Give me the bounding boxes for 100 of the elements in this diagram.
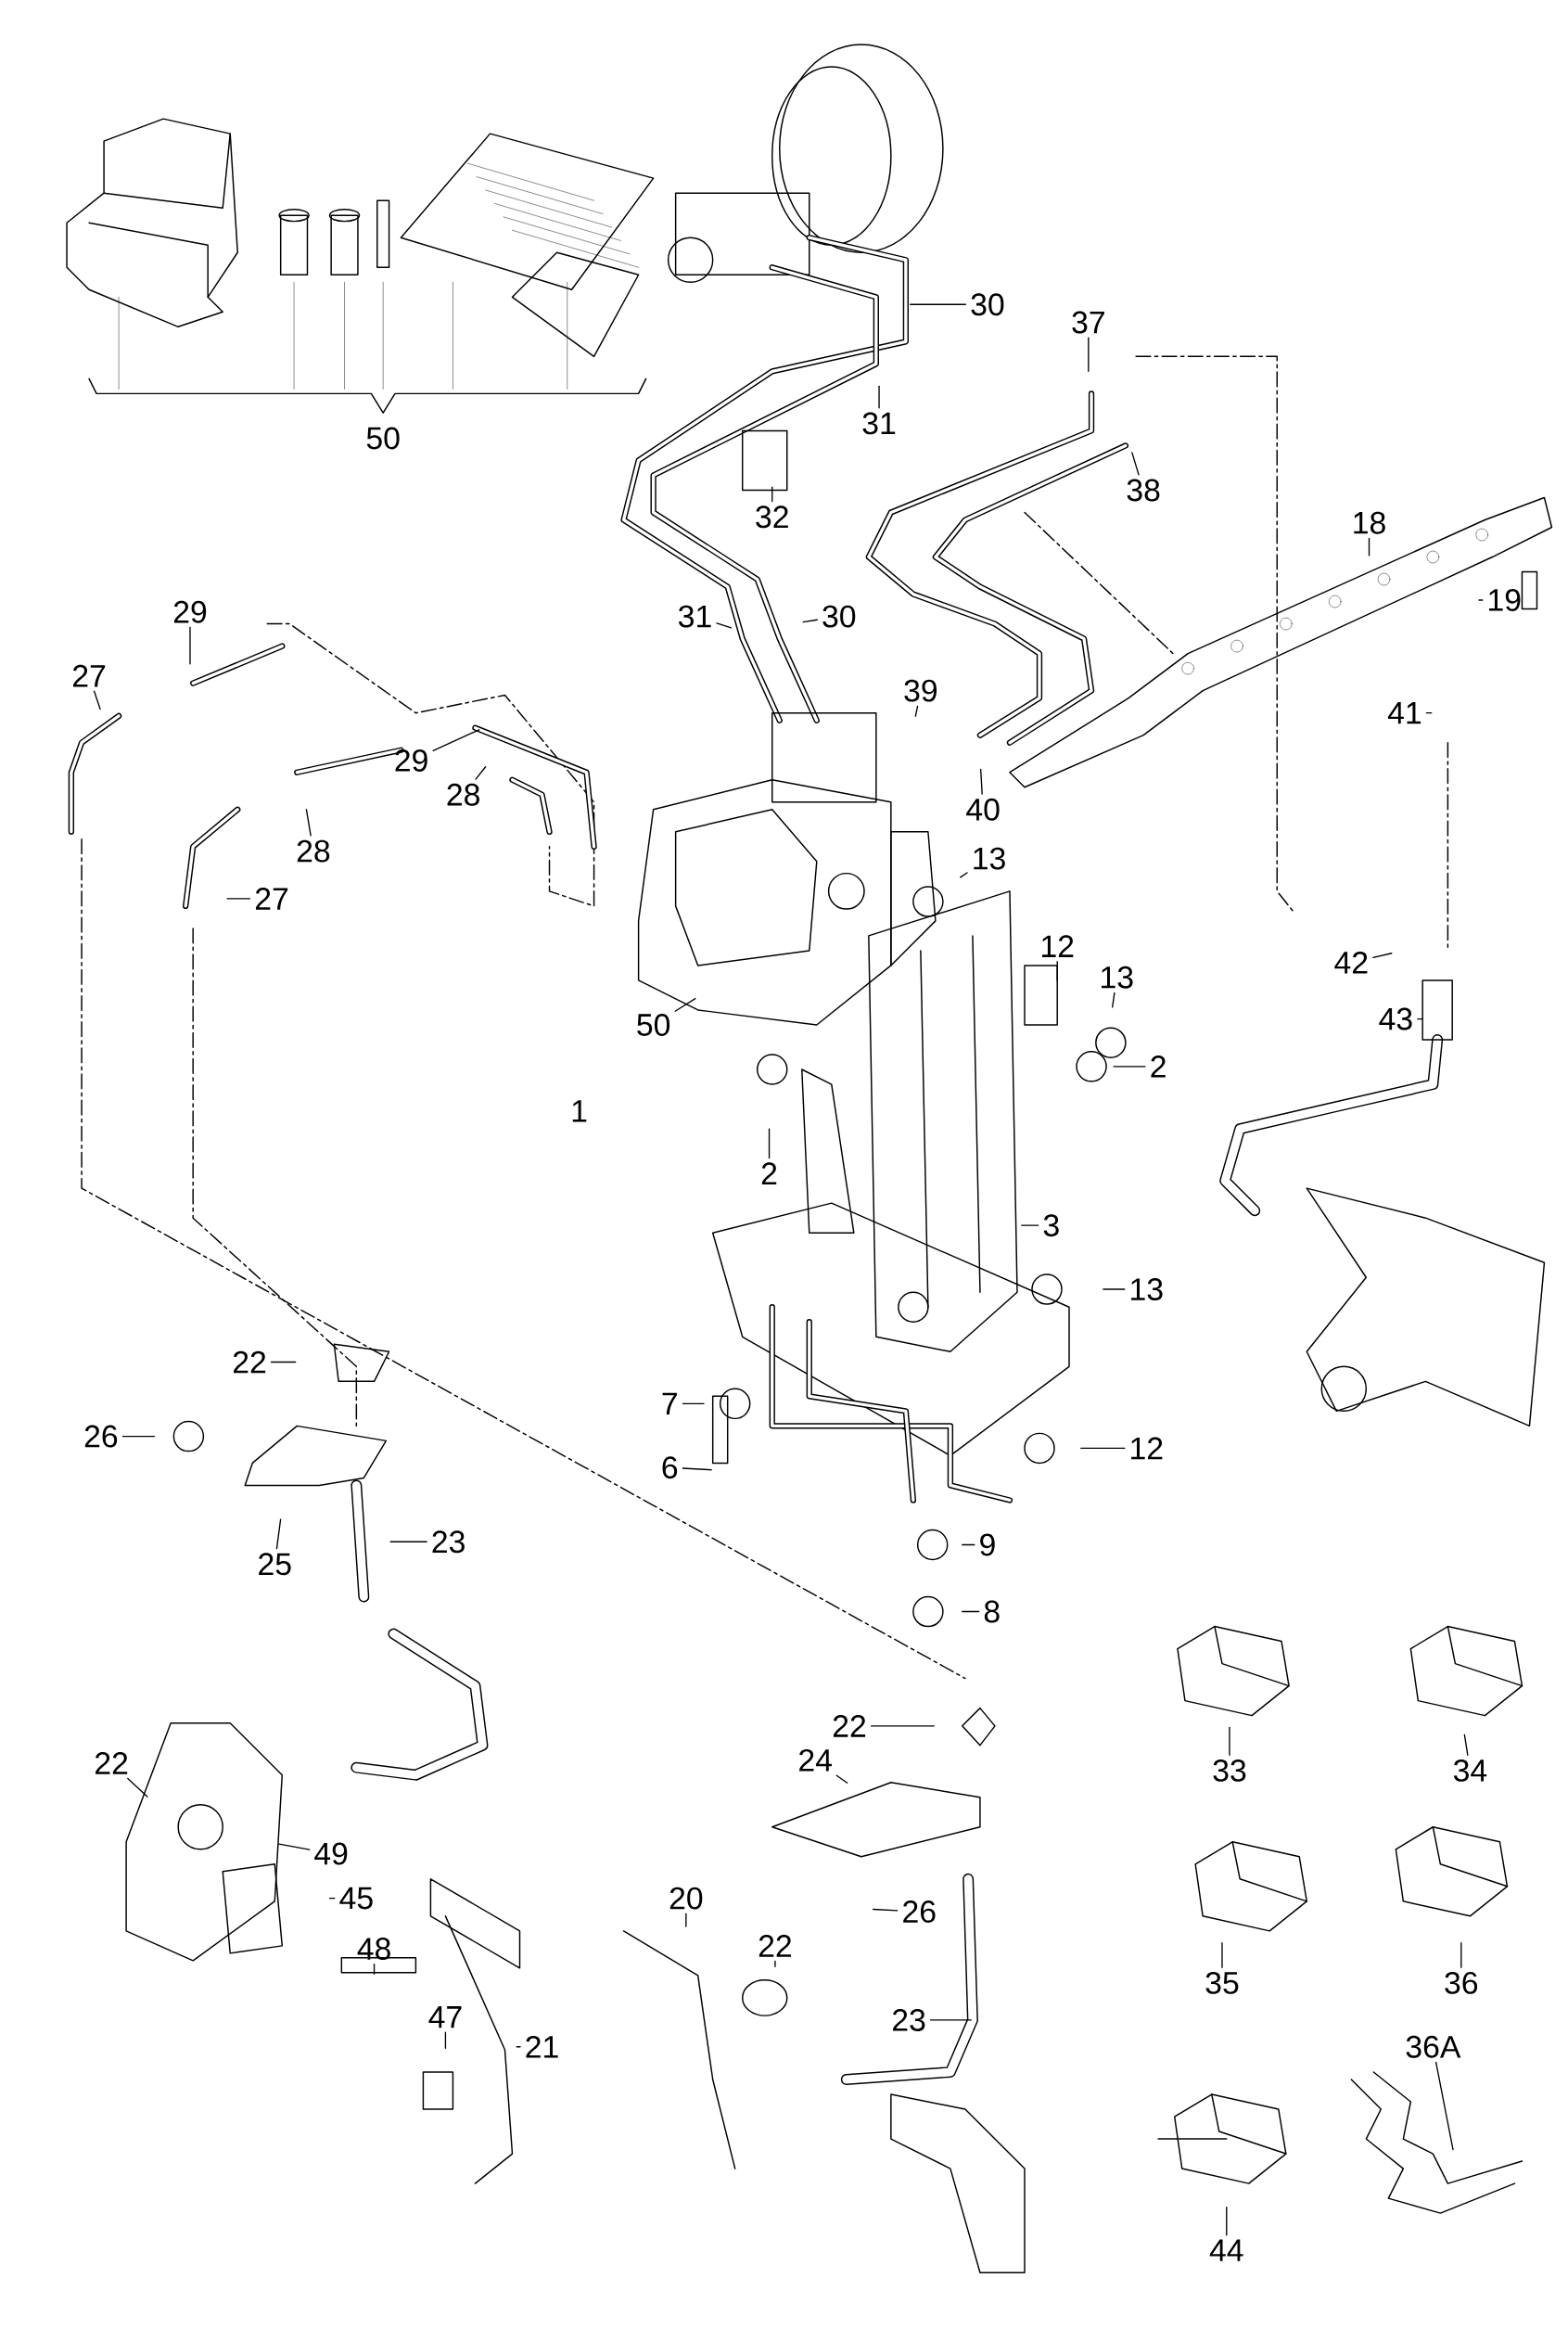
- leader-line: [1021, 1224, 1039, 1226]
- leader-line: [275, 1518, 282, 1550]
- callout-number: 26: [84, 1425, 118, 1448]
- leader-line: [432, 729, 480, 751]
- leader-line: [444, 2031, 447, 2050]
- callout-number: 2: [761, 1162, 777, 1184]
- callout-number: 49: [314, 1842, 348, 1865]
- leader-line: [802, 619, 818, 623]
- leader-line: [127, 1777, 148, 1798]
- callout-number: 19: [1489, 589, 1521, 611]
- leader-line: [1131, 452, 1140, 476]
- callout-number: 9: [980, 1533, 995, 1556]
- callout-number: 30: [971, 293, 1004, 316]
- callout-number: 21: [526, 2035, 558, 2058]
- leader-line: [1221, 1942, 1223, 1968]
- callout-number: 38: [1127, 479, 1160, 502]
- leader-line: [1368, 537, 1370, 557]
- callout-number: 8: [984, 1600, 1000, 1623]
- leader-line: [189, 626, 191, 665]
- callout-number: 1: [572, 1100, 587, 1122]
- callout-number: 22: [833, 1715, 866, 1737]
- leader-line: [1112, 992, 1115, 1008]
- leader-line: [1229, 1726, 1230, 1756]
- leader-line: [962, 1543, 975, 1546]
- leader-line: [1088, 337, 1090, 373]
- callout-number: 41: [1387, 702, 1421, 724]
- leader-line: [929, 2019, 972, 2021]
- leader-line: [909, 303, 967, 305]
- callout-number: 35: [1205, 1971, 1239, 1994]
- leader-line: [305, 808, 312, 837]
- callout-number: 45: [339, 1887, 373, 1910]
- callout-number: 37: [1072, 311, 1104, 334]
- leader-line: [774, 1960, 776, 1967]
- leader-line: [835, 1774, 848, 1784]
- leader-line: [270, 1361, 297, 1363]
- callout-number: 27: [255, 888, 288, 910]
- leader-line: [685, 1913, 687, 1927]
- callout-number: 22: [759, 1935, 791, 1957]
- leader-line: [1463, 1734, 1469, 1756]
- callout-number: 28: [447, 783, 479, 806]
- leader-line: [716, 622, 733, 629]
- callout-number: 29: [173, 600, 207, 623]
- leader-line: [1113, 1066, 1146, 1068]
- leader-line: [328, 1897, 336, 1900]
- callout-number: 31: [678, 605, 711, 628]
- callout-number: 7: [662, 1392, 677, 1414]
- callout-number: 25: [259, 1553, 291, 1576]
- callout-number: 42: [1334, 951, 1368, 974]
- callout-number: 29: [395, 749, 427, 772]
- leader-line: [389, 1541, 427, 1542]
- leader-line: [1103, 1288, 1126, 1290]
- callout-number: 32: [756, 505, 788, 529]
- leader-line: [962, 1610, 980, 1613]
- callout-number: 31: [862, 412, 896, 435]
- callout-number: 13: [1102, 966, 1133, 989]
- callout-number: 36A: [1406, 2035, 1461, 2058]
- leader-line: [93, 690, 101, 710]
- callout-number: 43: [1379, 1007, 1412, 1030]
- leader-line: [373, 1964, 376, 1975]
- leader-line: [771, 486, 773, 503]
- leader-line: [1460, 1942, 1462, 1968]
- leader-line: [1226, 2207, 1228, 2236]
- callout-number: 6: [662, 1456, 678, 1479]
- callout-number: 3: [1043, 1214, 1059, 1237]
- leader-line: [674, 997, 696, 1012]
- callout-number: 28: [297, 839, 330, 863]
- callout-number: 18: [1354, 511, 1385, 534]
- leader-line: [872, 1908, 899, 1912]
- callout-number: 2: [1151, 1056, 1166, 1078]
- callout-number: 36: [1445, 1971, 1478, 1994]
- callout-number: 13: [1131, 1278, 1163, 1300]
- callout-number: 50: [366, 427, 400, 450]
- callout-number: 22: [233, 1350, 266, 1374]
- callout-number: 12: [1131, 1437, 1163, 1460]
- callout-number: 40: [966, 798, 1000, 821]
- leader-line: [516, 2046, 521, 2048]
- leader-line: [979, 768, 983, 795]
- callout-number: 24: [799, 1748, 832, 1772]
- leader-line: [1417, 1017, 1423, 1020]
- callout-number: 39: [904, 679, 937, 702]
- leader-line: [878, 385, 880, 409]
- leader-line: [121, 1435, 156, 1438]
- leader-line: [1080, 1447, 1126, 1450]
- callout-number: 30: [822, 605, 856, 628]
- leader-line: [768, 1128, 771, 1159]
- leader-line: [278, 1843, 311, 1850]
- leader-line: [682, 1402, 705, 1405]
- leader-line: [682, 1467, 712, 1471]
- leader-line: [959, 872, 968, 878]
- callout-number: 23: [432, 1530, 465, 1554]
- leader-line: [475, 766, 487, 780]
- callout-number: 26: [903, 1900, 936, 1923]
- callout-number: 44: [1209, 2239, 1243, 2261]
- leader-line: [1434, 2061, 1454, 2151]
- leader-line: [1478, 599, 1484, 601]
- leader-line: [870, 1725, 935, 1727]
- callout-number: 13: [974, 847, 1005, 870]
- leader-line: [914, 705, 919, 717]
- leader-line: [1056, 960, 1058, 981]
- callout-number: 47: [428, 2006, 462, 2028]
